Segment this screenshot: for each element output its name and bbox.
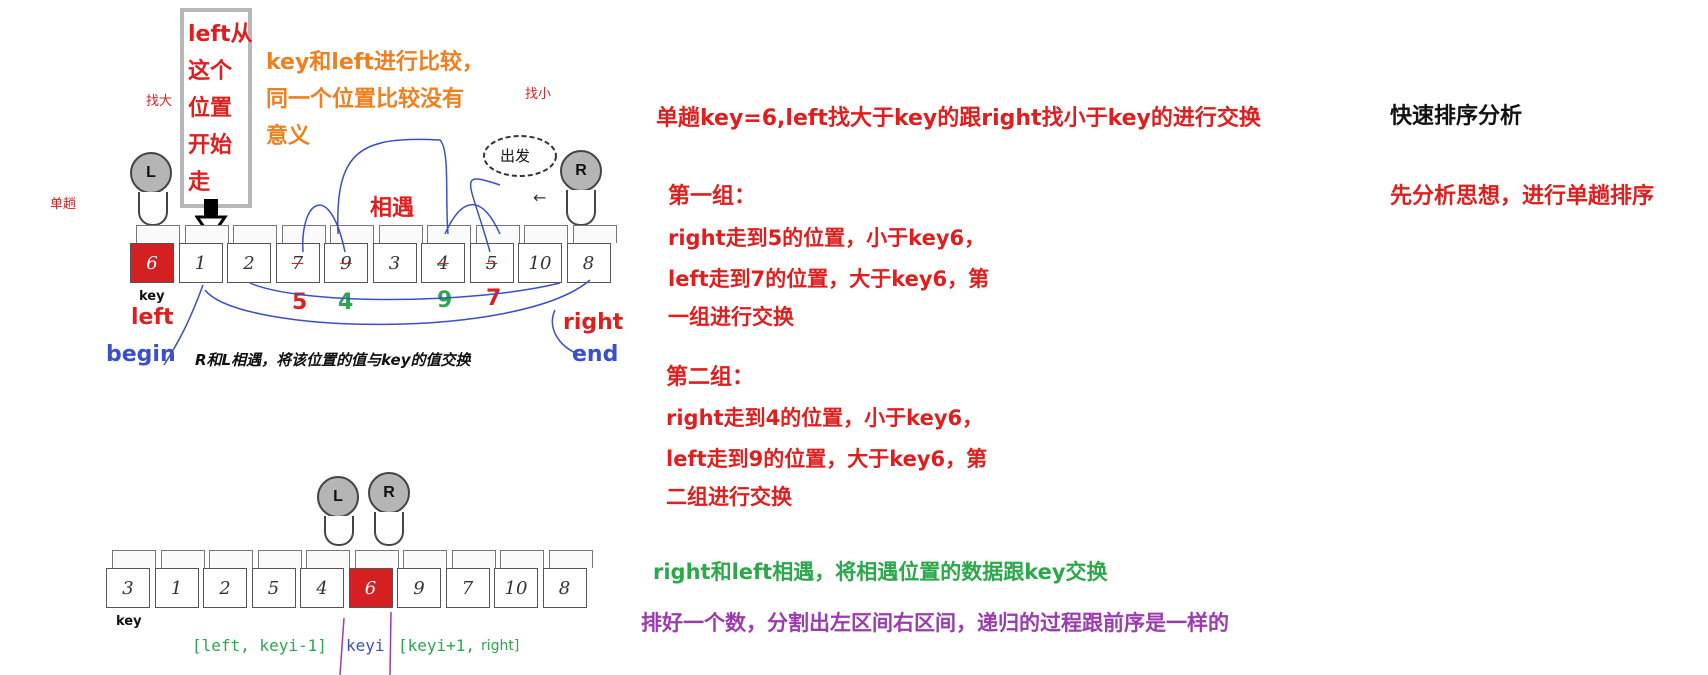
single-pass-label: 单趟 (50, 197, 77, 212)
note-line: 这个 (188, 59, 233, 84)
array-cell: 6 (348, 568, 393, 608)
cell-cap (378, 225, 423, 243)
character-r-body (374, 512, 404, 546)
array-cell: 1 (178, 243, 223, 283)
cell-cap (451, 550, 496, 568)
array-cell: 7 (275, 243, 320, 283)
group2-title: 第二组： (666, 365, 755, 390)
character-r-body (566, 190, 596, 226)
speech-bubble (483, 135, 557, 177)
summary-note: 排好一个数，分割出左区间右区间，递归的过程跟前序是一样的 (641, 611, 1229, 635)
array-cell: 9 (324, 243, 368, 283)
find-big-label: 找大 (146, 94, 173, 109)
cell-cap (136, 225, 180, 243)
character-r-head: R (368, 472, 410, 514)
array-cell: 2 (227, 243, 271, 283)
group2-line2: left走到9的位置，大于key6，第 (666, 447, 988, 471)
orange-note-line: 意义 (266, 124, 311, 149)
range-right-a: [keyi+1, (398, 636, 476, 655)
cell-cap (572, 225, 617, 243)
note-line: 开始 (188, 133, 233, 158)
array-cell: 3 (106, 568, 150, 608)
array-cell: 10 (494, 568, 538, 608)
partition-lines (339, 611, 392, 675)
walk-arrow-icon: ← (533, 188, 547, 207)
cell-cap (500, 550, 544, 568)
range-left: [left, keyi-1] (192, 636, 327, 655)
character-l-head: L (317, 476, 359, 518)
character-l-body (324, 516, 354, 546)
note-line: 位置 (188, 96, 233, 121)
group1-title: 第一组： (668, 184, 757, 209)
under-label-7: 7 (486, 286, 502, 311)
range-mid: keyi (346, 636, 385, 655)
array-cell: 5 (469, 243, 514, 283)
note-box-text: left从 这个 位置 开始 走 (188, 16, 253, 201)
begin-label: begin (106, 342, 176, 367)
group1-line1: right走到5的位置，小于key6， (668, 226, 986, 250)
cell-cap (112, 550, 156, 568)
cell-cap (354, 550, 399, 568)
array-cell: 4 (300, 568, 344, 608)
swap-note: R和L相遇，将该位置的值与key的值交换 (195, 351, 471, 369)
array-cell: 10 (518, 243, 562, 283)
cell-cap (548, 550, 593, 568)
cell-cap (257, 550, 302, 568)
cell-cap (524, 225, 568, 243)
explain-title: 单趟key=6,left找大于key的跟right找小于key的进行交换 (656, 106, 1261, 131)
connector-lines (163, 138, 591, 366)
orange-note-line: key和left进行比较， (266, 50, 484, 75)
note-line: left从 (188, 22, 253, 47)
bottom-key-label: key (116, 614, 142, 629)
under-label-9: 9 (437, 288, 453, 313)
cell-cap (403, 550, 447, 568)
group2-line3: 二组进行交换 (666, 485, 792, 509)
array-cell: 8 (566, 243, 611, 283)
group1-line2: left走到7的位置，大于key6，第 (668, 267, 990, 291)
meet-label: 相遇 (370, 196, 415, 221)
array-cell: 4 (421, 243, 465, 283)
group1-line3: 一组进行交换 (668, 305, 794, 329)
orange-note: key和left进行比较， 同一个位置比较没有 意义 (266, 44, 484, 155)
cell-cap (209, 550, 253, 568)
orange-note-line: 同一个位置比较没有 (266, 87, 465, 112)
cell-cap (306, 550, 350, 568)
array-cell: 1 (154, 568, 199, 608)
array-cell: 3 (372, 243, 417, 283)
array-cell: 7 (445, 568, 490, 608)
note-line: 走 (188, 170, 211, 195)
side-heading: 快速排序分析 (1390, 104, 1523, 129)
under-label-4: 4 (338, 290, 354, 315)
array-cell: 6 (130, 243, 174, 283)
start-bubble-text: 出发 (500, 147, 531, 165)
group2-line1: right走到4的位置，小于key6， (666, 406, 984, 430)
character-l-body (138, 192, 168, 226)
meet-swap-note: right和left相遇，将相遇位置的数据跟key交换 (653, 560, 1108, 584)
find-small-label: 找小 (525, 87, 552, 102)
side-subtitle: 先分析思想，进行单趟排序 (1390, 184, 1655, 209)
under-label-5: 5 (292, 290, 308, 315)
array-cell: 2 (203, 568, 247, 608)
top-key-label: key (139, 289, 165, 304)
array-cell: 9 (397, 568, 441, 608)
array-cell: 8 (542, 568, 587, 608)
cell-cap (160, 550, 205, 568)
range-right-b: right] (481, 638, 520, 654)
cell-cap (184, 225, 229, 243)
left-label: left (131, 305, 174, 330)
cell-cap (233, 225, 277, 243)
array-cell: 5 (251, 568, 296, 608)
right-label: right (563, 310, 624, 335)
